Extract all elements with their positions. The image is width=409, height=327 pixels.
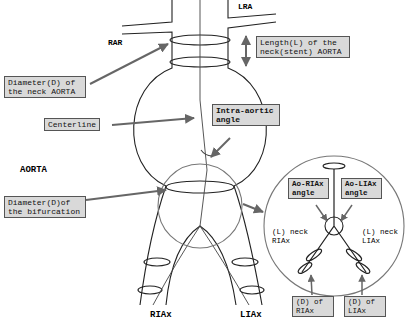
leader-arrow	[90, 44, 168, 84]
part-label: RIAx	[150, 310, 172, 320]
angle-box: Ao-LIAx angle	[341, 178, 382, 199]
callout-box: Intra-aortic angle	[212, 104, 280, 126]
angle-circle	[325, 217, 343, 235]
part-label: (L) neck RIAx	[272, 228, 314, 245]
leader-arrow	[311, 275, 312, 295]
leader-arrow	[211, 138, 230, 157]
diameter-box: (D) of RIAx	[292, 296, 334, 317]
leader-arrow	[316, 205, 327, 221]
part-label: RAR	[108, 38, 122, 47]
liax-ring	[345, 247, 363, 262]
box-text: (D) of LIAx	[348, 298, 382, 315]
iliac-ring	[240, 286, 264, 294]
box-text: Ao-LIAx angle	[345, 180, 378, 197]
box-text: Length(L) of the neck(stent) AORTA	[260, 38, 346, 56]
box-text: (D) of RIAx	[296, 298, 330, 315]
riax-ring	[297, 261, 314, 275]
angle-box: Ao-RIAx angle	[288, 178, 329, 199]
detail-circle	[158, 164, 242, 248]
callout-box: Diameter(D)of the bifurcation	[4, 196, 86, 218]
box-text: Diameter(D)of the bifurcation	[8, 198, 82, 216]
callout-box: Length(L) of the neck(stent) AORTA	[256, 36, 350, 58]
diameter-box: (D) of LIAx	[344, 296, 386, 317]
detail-circle-enlarged	[264, 156, 404, 296]
iliac-ring	[144, 258, 170, 266]
leader-arrow	[341, 205, 352, 221]
box-text: Centerline	[48, 120, 96, 129]
box-text: Ao-RIAx angle	[292, 180, 325, 197]
part-label: AORTA	[20, 165, 47, 175]
leader-arrow	[112, 118, 194, 125]
riax-ring	[305, 247, 323, 262]
iliac-ring	[232, 258, 258, 266]
aorta-ring-schematic	[323, 163, 345, 169]
leader-arrow	[361, 275, 363, 295]
box-text: Diameter(D) of the neck AORTA	[8, 78, 82, 96]
leader-arrow	[86, 190, 166, 200]
box-text: Intra-aortic angle	[216, 106, 276, 124]
length-arrow	[245, 36, 247, 66]
callout-box: Centerline	[44, 118, 100, 131]
part-label: LIAx	[240, 310, 262, 320]
part-label: (L) neck LIAx	[362, 228, 404, 245]
zoom-arrow	[243, 204, 263, 212]
iliac-ring	[138, 286, 162, 294]
centerline	[153, 0, 249, 305]
part-label: LRA	[238, 2, 252, 11]
intra-aortic-angle-arc	[201, 150, 212, 156]
liax-ring	[355, 261, 372, 275]
callout-box: Diameter(D) of the neck AORTA	[4, 76, 86, 98]
bifurcation-ring	[166, 181, 234, 193]
